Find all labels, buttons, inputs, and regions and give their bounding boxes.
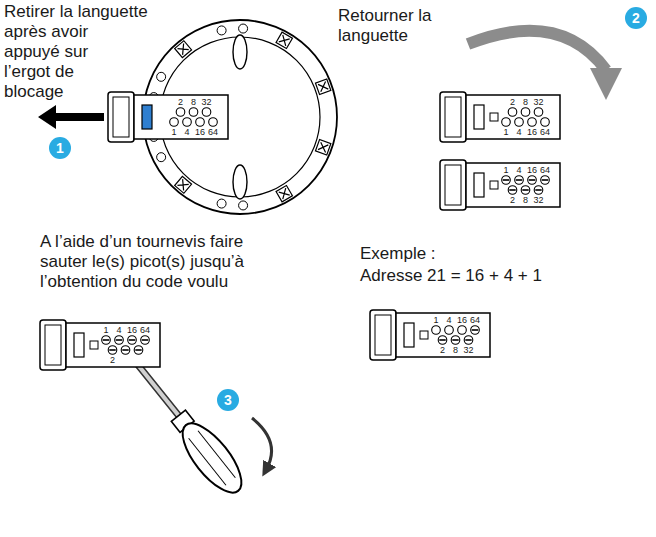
address-weight: 32 (533, 97, 543, 107)
address-weight: 4 (446, 315, 451, 325)
address-weight: 64 (208, 127, 218, 137)
mounting-hole (217, 26, 226, 35)
address-weight: 8 (191, 97, 196, 107)
callout-number: 3 (224, 393, 232, 407)
address-weight: 16 (127, 325, 137, 335)
address-weight: 16 (527, 127, 537, 137)
callout-circle (625, 7, 647, 29)
address-weight: 1 (103, 325, 108, 335)
address-weight: 32 (533, 195, 543, 205)
callout-circle (217, 389, 239, 411)
address-tab (370, 310, 490, 360)
instruction-text: Adresse 21 = 16 + 4 + 1 (360, 266, 640, 286)
address-weight: 4 (184, 127, 189, 137)
address-weight: 2 (510, 97, 515, 107)
address-weight: 1 (503, 165, 508, 175)
address-tab (108, 92, 228, 142)
callout-number: 2 (632, 11, 640, 25)
address-weight: 2 (110, 355, 115, 365)
terminal-screw (276, 32, 292, 48)
instruction-text: Retourner la languette (338, 6, 453, 46)
address-weight: 32 (201, 97, 211, 107)
instruction-text: Retirer la languette après avoir appuyé … (4, 2, 194, 222)
address-weight: 8 (523, 97, 528, 107)
address-weight: 16 (195, 127, 205, 137)
pull-arrow (38, 105, 104, 129)
address-weight: 1 (503, 127, 508, 137)
callout-circle (49, 137, 71, 159)
terminal-screw (315, 79, 330, 94)
address-tab (440, 160, 560, 210)
address-weight: 32 (463, 345, 473, 355)
address-weight: 2 (178, 97, 183, 107)
address-weight: 8 (453, 345, 458, 355)
address-weight: 1 (433, 315, 438, 325)
address-weight: 2 (440, 345, 445, 355)
terminal-screw (315, 140, 330, 155)
mounting-hole (217, 199, 226, 208)
turn-arrow (252, 418, 272, 470)
flip-arrow (468, 31, 622, 100)
mounting-hole (157, 153, 166, 162)
address-weight: 64 (140, 325, 150, 335)
address-weight: 8 (523, 195, 528, 205)
address-weight: 4 (516, 165, 521, 175)
address-weight: 64 (470, 315, 480, 325)
address-weight: 64 (540, 165, 550, 175)
address-tab (40, 320, 160, 370)
callout-number: 1 (56, 141, 64, 155)
address-weight: 4 (516, 127, 521, 137)
mounting-hole (157, 72, 166, 81)
address-weight: 2 (510, 195, 515, 205)
terminal-screw (175, 176, 192, 193)
address-weight: 64 (540, 127, 550, 137)
address-tab (440, 92, 560, 142)
address-weight: 16 (457, 315, 467, 325)
instruction-text: A l’aide d’un tournevis faire sauter le(… (40, 232, 290, 292)
screwdriver (126, 350, 251, 501)
address-weight: 16 (527, 165, 537, 175)
address-weight: 1 (171, 127, 176, 137)
terminal-screw (175, 41, 192, 58)
mounting-hole (239, 201, 248, 210)
instruction-text: Retirer la languette après avoir appuyé … (4, 2, 148, 101)
terminal-screw (276, 185, 292, 201)
address-weight: 4 (116, 325, 121, 335)
mounting-hole (239, 24, 248, 33)
instruction-text: Exemple : (360, 244, 640, 264)
